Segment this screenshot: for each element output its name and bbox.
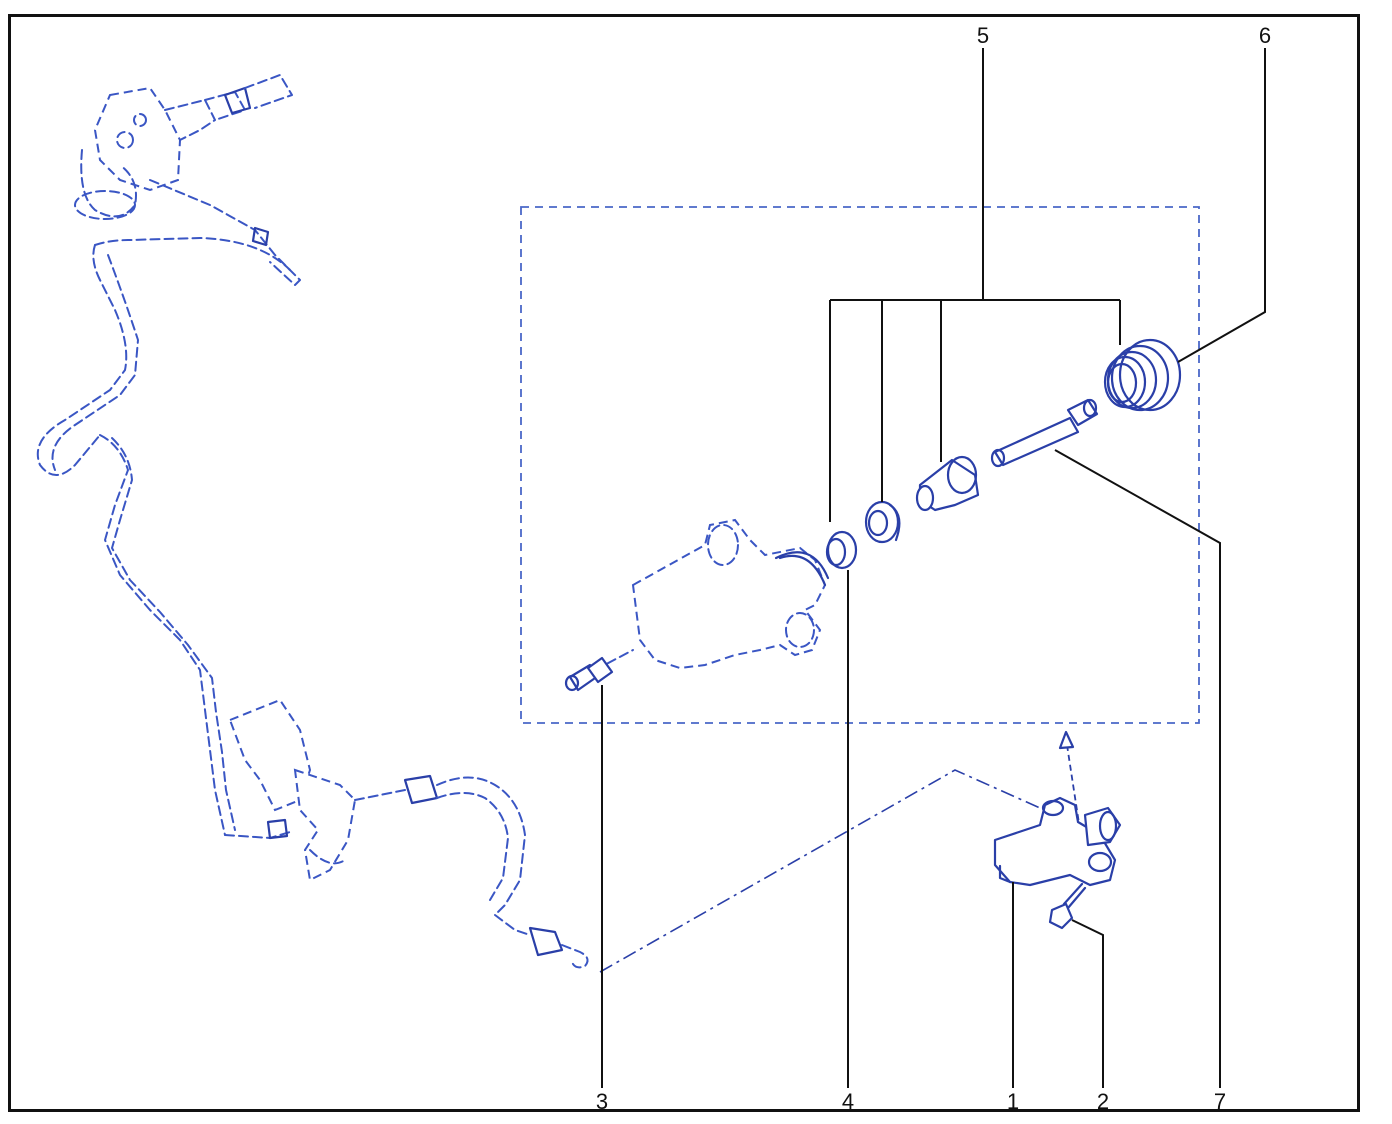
callout-3: 3	[596, 1089, 608, 1114]
part-1-slave-cylinder	[993, 796, 1122, 887]
arrow-head	[1058, 730, 1075, 750]
exploded-view-box	[520, 206, 1200, 724]
part-7-push-rod	[990, 398, 1099, 468]
assembly-centerline	[599, 769, 1041, 973]
callout-1: 1	[1007, 1089, 1019, 1114]
callout-4: 4	[842, 1089, 854, 1114]
callout-2: 2	[1097, 1089, 1109, 1114]
callout-7: 7	[1214, 1089, 1226, 1114]
part-3-bleeder-valve	[564, 656, 614, 692]
part-4-seal-inner	[825, 537, 847, 567]
part-2-bolt	[1048, 882, 1087, 930]
part-5-cup-seal	[864, 500, 901, 544]
callout-5: 5	[977, 23, 989, 48]
leader-lines	[601, 48, 1266, 1088]
part-6-dust-boot	[1103, 338, 1182, 412]
callout-6: 6	[1259, 23, 1271, 48]
ghost-cylinder-body	[594, 518, 830, 671]
part-5-piston	[915, 455, 980, 512]
ghost-clutch-line-assembly	[36, 74, 589, 969]
